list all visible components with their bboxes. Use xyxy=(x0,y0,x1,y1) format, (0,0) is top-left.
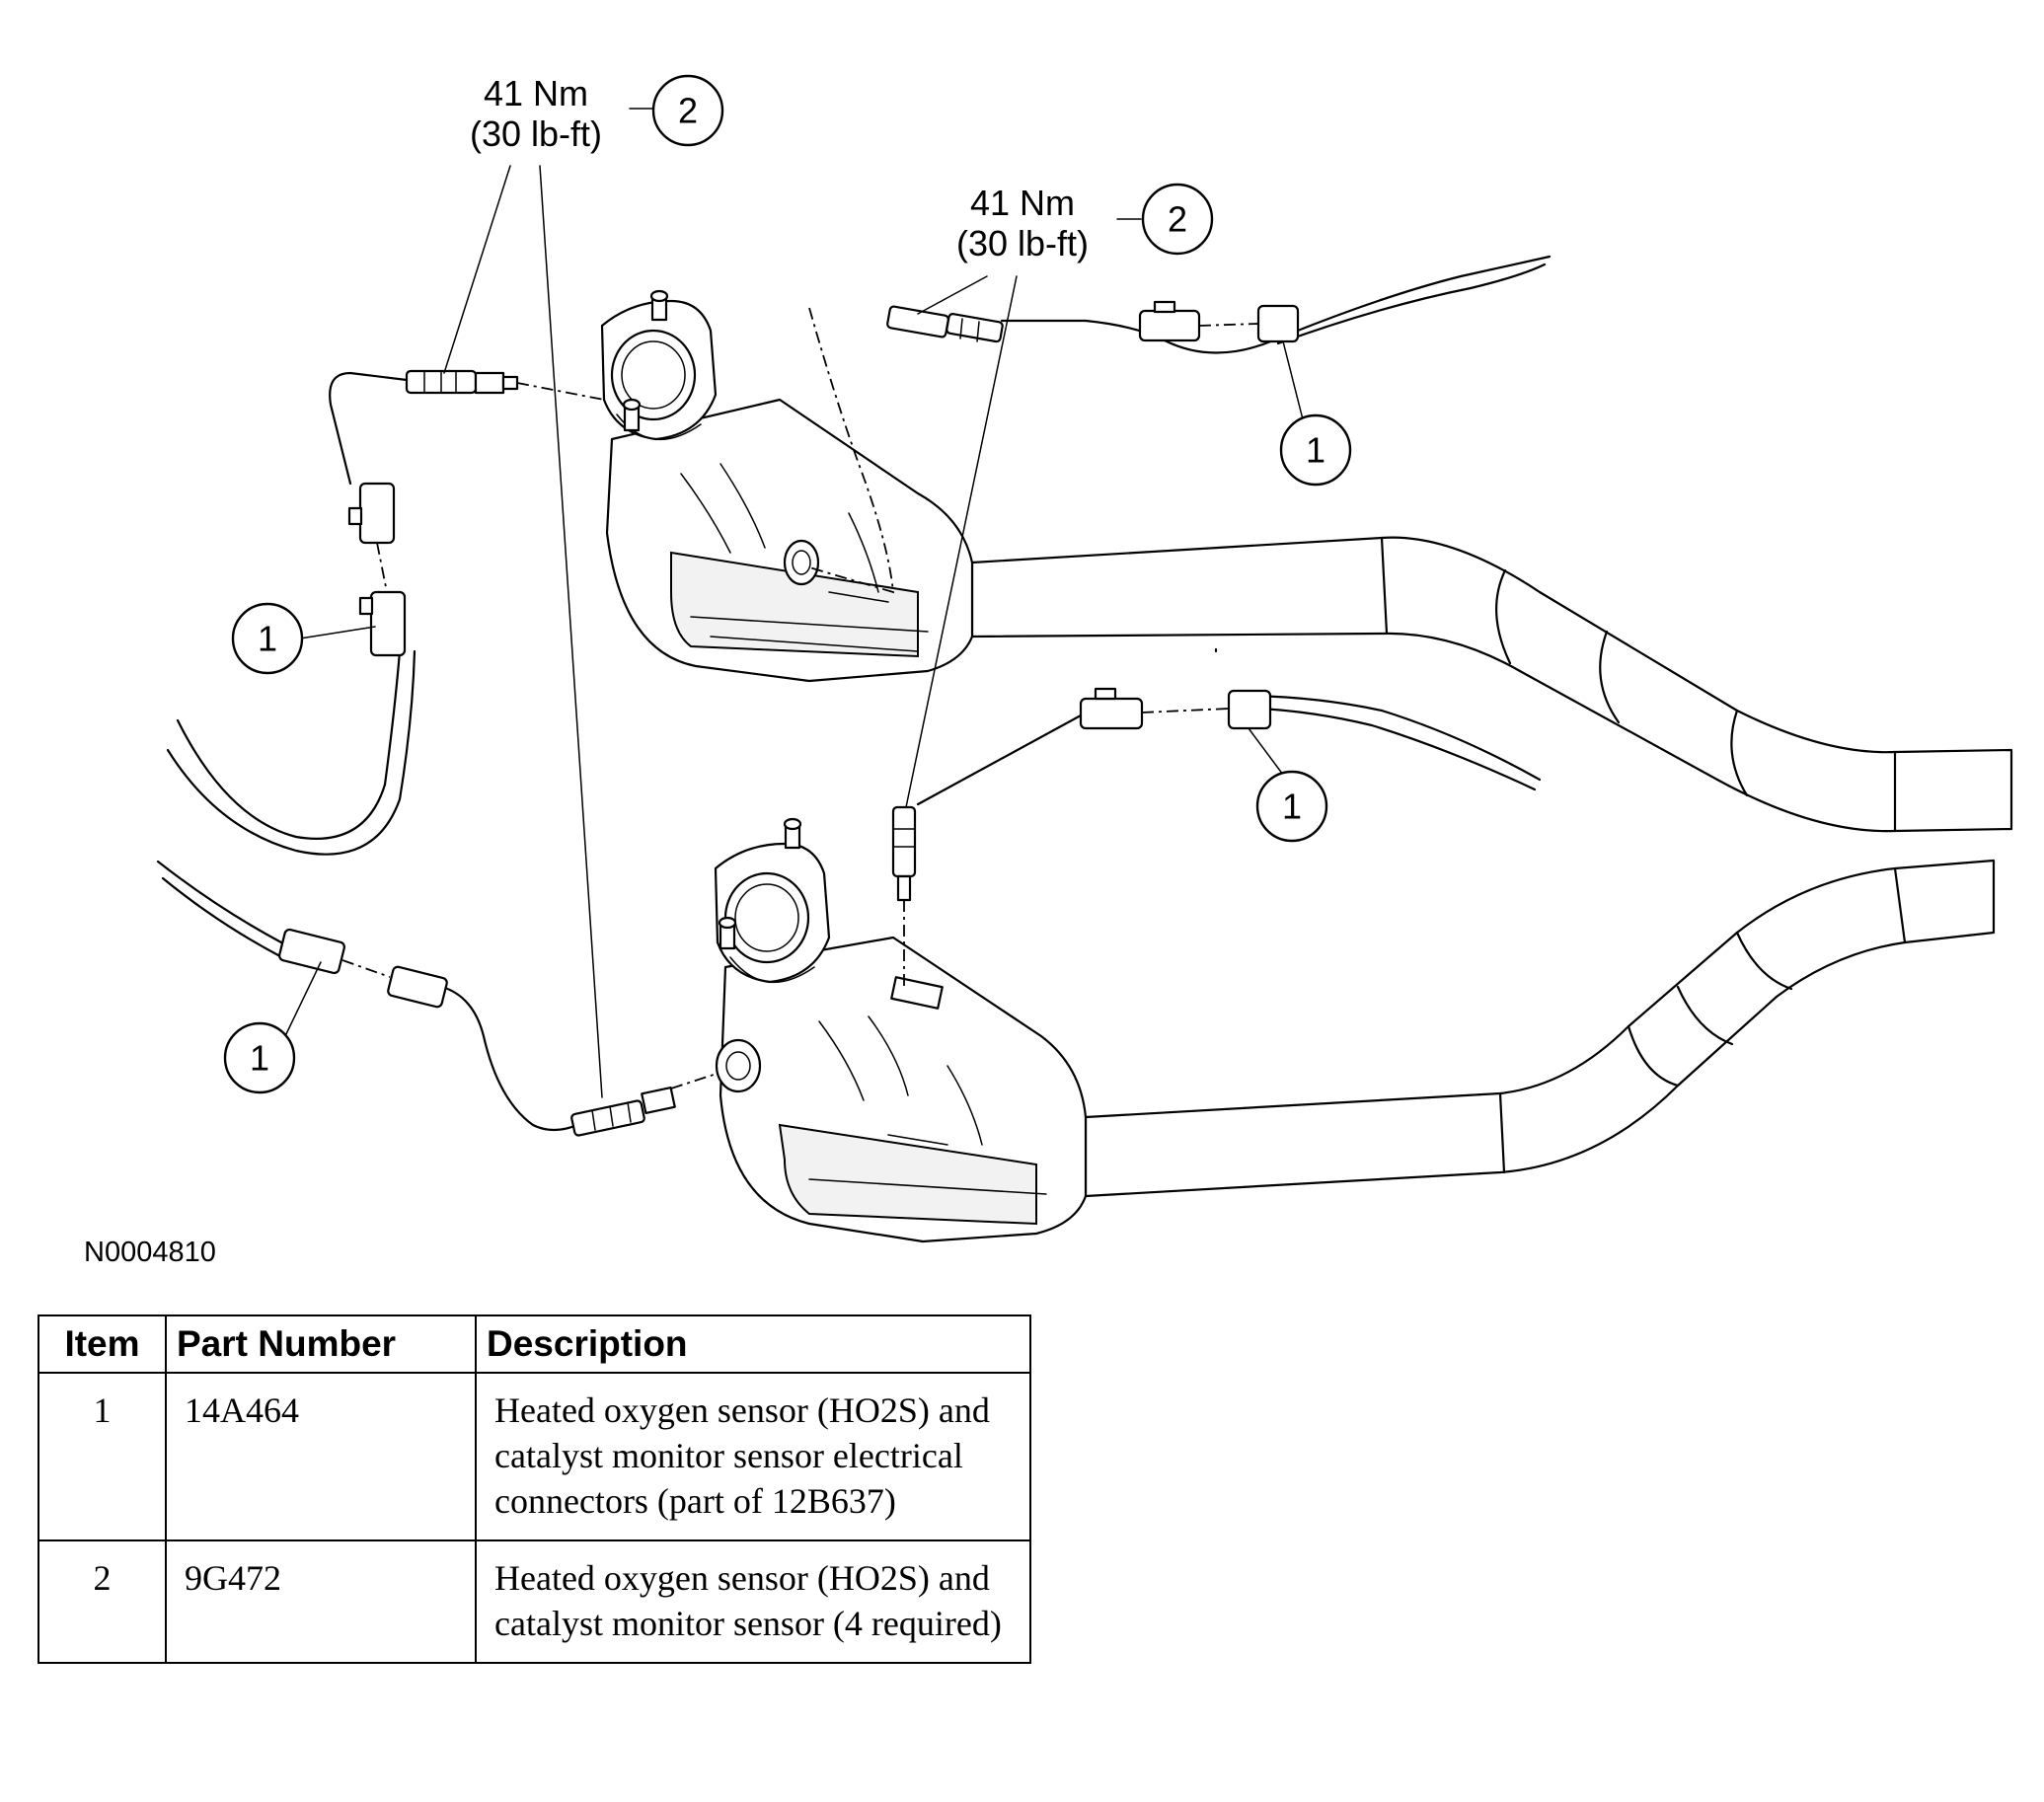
svg-text:2: 2 xyxy=(678,91,698,131)
torque-label-left: 41 Nm (30 lb-ft) xyxy=(470,73,602,154)
torque-label-right: 41 Nm (30 lb-ft) xyxy=(956,183,1089,263)
sensor-upper-left xyxy=(405,369,519,395)
torque-value-lbft: (30 lb-ft) xyxy=(470,113,602,154)
cell-part-number: 14A464 xyxy=(165,1372,477,1541)
sensor-upper-right xyxy=(886,305,1004,343)
leader-lines xyxy=(283,108,1304,1098)
figure-id: N0004810 xyxy=(84,1237,216,1268)
svg-text:1: 1 xyxy=(1282,787,1302,827)
cell-part-number: 9G472 xyxy=(165,1539,477,1664)
svg-text:1: 1 xyxy=(258,619,277,659)
table-header-row: Item Part Number Description xyxy=(38,1314,1031,1374)
cell-item: 2 xyxy=(38,1539,167,1664)
electrical-connectors xyxy=(278,300,1300,1009)
upper-catalytic-converter xyxy=(600,289,974,683)
column-header-item: Item xyxy=(38,1314,167,1374)
svg-text:1: 1 xyxy=(1306,430,1325,471)
torque-value-nm: 41 Nm xyxy=(970,183,1075,223)
callout-1-lower-left: 1 xyxy=(223,1021,296,1094)
torque-value-lbft: (30 lb-ft) xyxy=(956,223,1089,263)
svg-text:2: 2 xyxy=(1168,199,1187,240)
table-row: 1 14A464 Heated oxygen sensor (HO2S) and… xyxy=(38,1372,1031,1541)
sensor-lower-left xyxy=(570,1086,676,1137)
torque-value-nm: 41 Nm xyxy=(484,73,588,113)
cell-description: Heated oxygen sensor (HO2S) and catalyst… xyxy=(475,1539,1031,1664)
oxygen-sensors xyxy=(405,305,1004,1137)
sensor-middle xyxy=(891,805,917,902)
callout-2-left: 2 xyxy=(651,74,724,147)
sensor-harnesses xyxy=(156,255,1552,1132)
cell-item: 1 xyxy=(38,1372,167,1541)
callout-1-upper-left: 1 xyxy=(231,602,304,675)
table-row: 2 9G472 Heated oxygen sensor (HO2S) and … xyxy=(38,1539,1031,1664)
svg-text:1: 1 xyxy=(250,1038,269,1079)
parts-table: Item Part Number Description 1 14A464 He… xyxy=(38,1314,1031,1664)
installation-lines xyxy=(341,307,1259,1089)
column-header-part-number: Part Number xyxy=(165,1314,477,1374)
lower-exhaust-pipe xyxy=(1084,859,1996,1198)
callout-1-middle-right: 1 xyxy=(1255,770,1328,843)
column-header-description: Description xyxy=(475,1314,1031,1374)
cell-description: Heated oxygen sensor (HO2S) and catalyst… xyxy=(475,1372,1031,1541)
callout-2-right: 2 xyxy=(1141,183,1214,256)
upper-exhaust-pipe xyxy=(970,536,2013,833)
callout-1-upper-right: 1 xyxy=(1279,413,1352,487)
